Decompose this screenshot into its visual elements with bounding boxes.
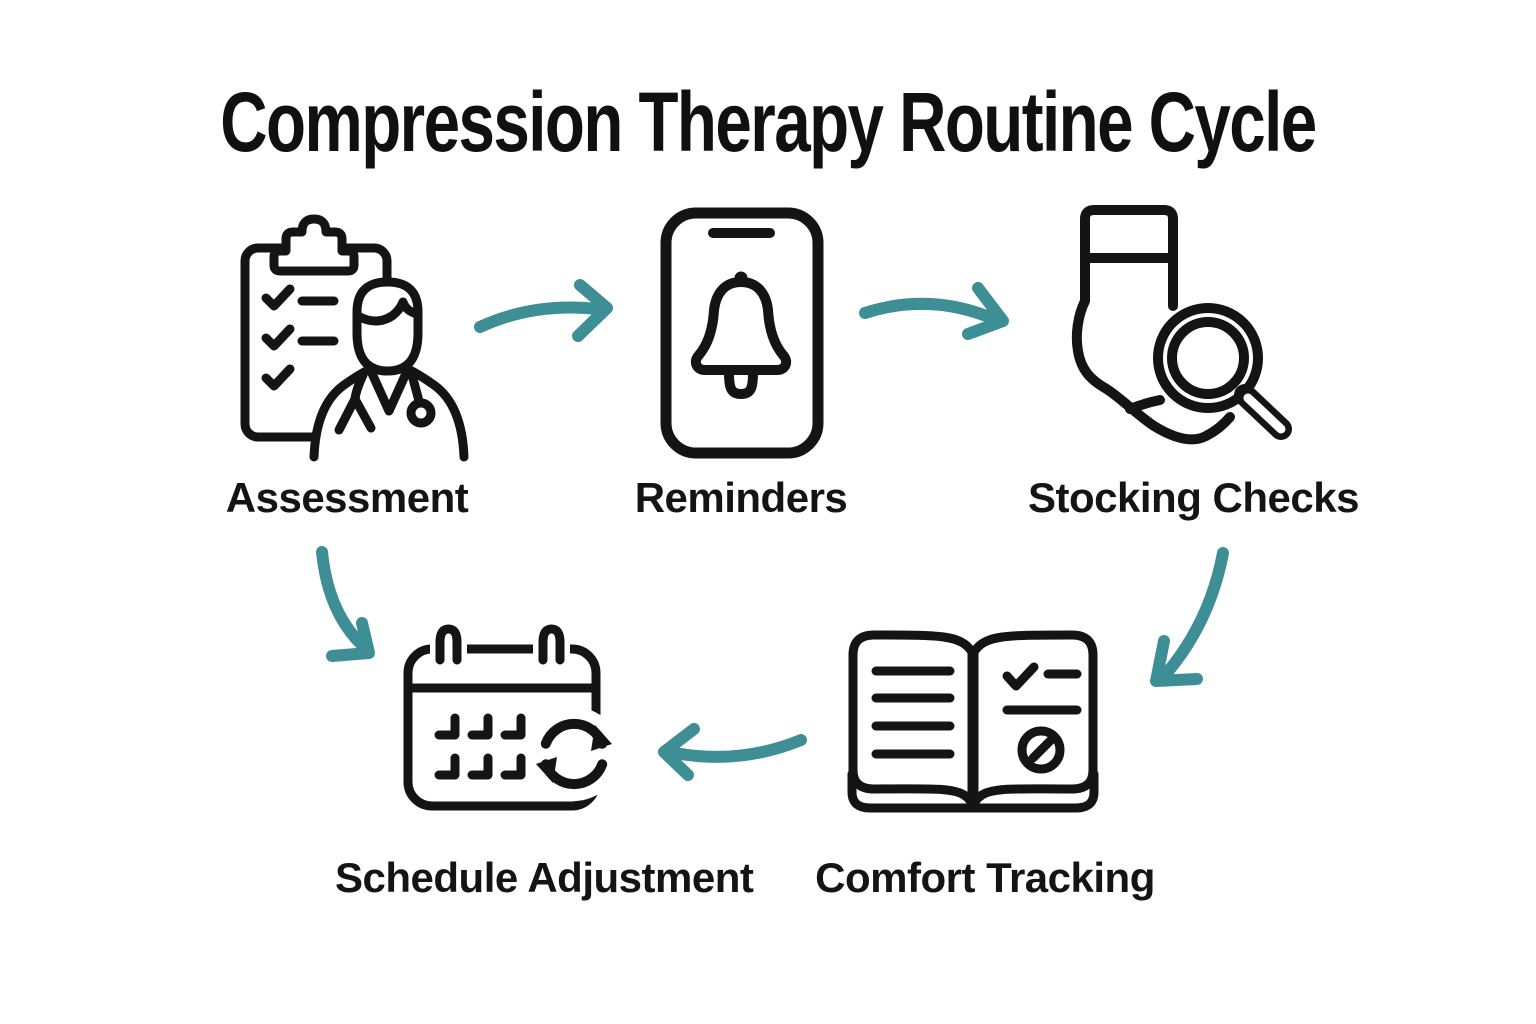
stocking-magnifier-icon	[1071, 205, 1292, 445]
phone-notification-bell-icon	[660, 207, 824, 459]
clipboard-doctor-icon	[240, 214, 469, 462]
step-label-reminders: Reminders	[634, 474, 848, 521]
arrow-reminders-to-stocking-checks	[859, 282, 1009, 340]
arrow-assessment-to-schedule-adjustment	[316, 546, 375, 662]
arrow-comfort-tracking-to-schedule-adjustment	[658, 723, 807, 781]
arrow-assessment-to-reminders	[474, 279, 613, 342]
journal-checklist-icon	[847, 630, 1099, 813]
step-label-stocking-checks: Stocking Checks	[1028, 474, 1359, 521]
step-label-comfort-tracking: Comfort Tracking	[815, 854, 1155, 901]
calendar-refresh-icon	[403, 619, 621, 811]
step-label-schedule-adjustment: Schedule Adjustment	[335, 854, 754, 901]
page-title: Compression Therapy Routine Cycle	[220, 75, 1317, 169]
step-label-assessment: Assessment	[225, 474, 469, 521]
arrow-stocking-checks-to-comfort-tracking	[1150, 547, 1229, 687]
